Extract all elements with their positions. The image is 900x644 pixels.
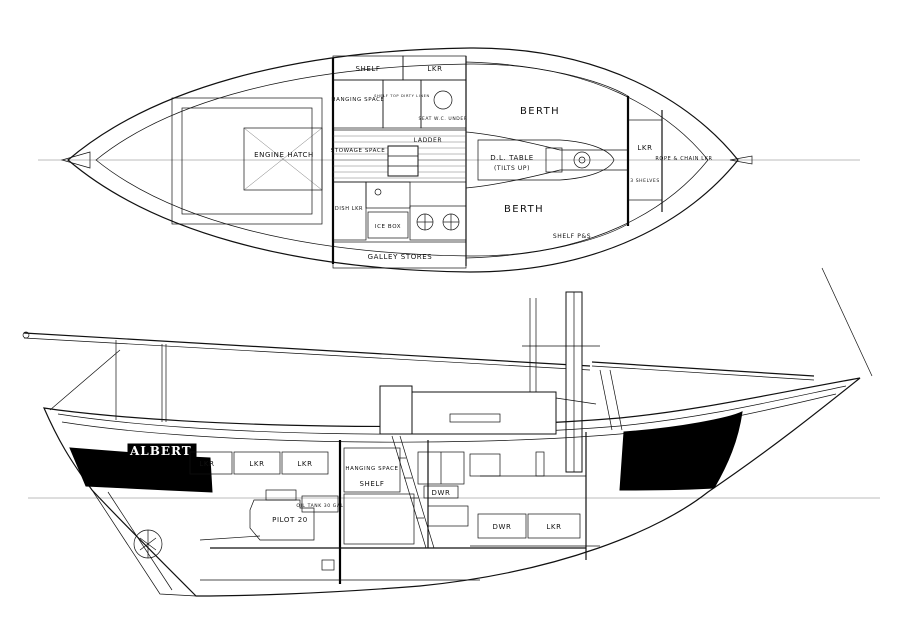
plan-label-ice-box: ICE BOX [375,224,401,230]
profile-aft-boot-stripe [69,447,213,493]
plan-label-shelf-ps: SHELF P&S [553,233,591,240]
plan-dl-table [477,139,615,181]
profile-oil-tank [301,495,339,513]
plan-label-hanging-space: HANGING SPACE [331,97,384,103]
plan-label-berth-upper: BERTH [520,106,560,117]
plan-wc-bowl [433,90,453,110]
plan-label-shelf: SHELF [355,65,380,73]
plan-mast-step [573,151,591,169]
profile-cabin-trunk [411,391,557,435]
plan-label-engine-hatch: ENGINE HATCH [254,151,314,159]
plan-label-lkr-fwd: LKR [637,144,652,152]
plan-engine-hatch-box [243,127,323,191]
plan-label-seat-wc: SEAT W.C. UNDER [418,116,467,122]
profile-ladder [391,435,435,549]
plan-label-rope-chain: ROPE & CHAIN LKR [655,156,712,162]
profile-forestay [821,267,873,377]
profile-label-shelf: SHELF [359,480,384,488]
profile-lkr-box-1 [189,451,233,475]
profile-label-oil-tank: OIL TANK 30 GAL [296,503,343,509]
plan-cockpit [171,97,323,225]
plan-inner-deck-line [95,63,709,257]
plan-label-ladder: LADDER [414,137,442,144]
profile-nameboard [127,443,197,459]
profile-engine [249,499,315,541]
plan-ice-box-box [367,211,409,239]
plan-label-shelves: 3 SHELVES [630,178,660,184]
plan-stern-post [60,151,91,169]
plan-label-berth-lower: BERTH [504,204,544,215]
plan-dish-lkr-box [332,181,367,241]
profile-companion-hatch [379,385,413,435]
profile-dwr-lower-box [477,513,527,539]
plan-berth-lower [465,169,629,259]
plan-label-dish-lkr: DISH LKR [335,206,363,212]
plan-label-lkr-top: LKR [427,65,442,73]
profile-label-dwr-lower: DWR [493,523,512,531]
plan-sink [365,181,411,209]
plan-label-stowage-space: STOWAGE SPACE [331,148,386,154]
profile-portlight [449,413,501,423]
profile-lkr-box-2 [233,451,281,475]
plan-ladder [387,145,419,177]
profile-view: ALBERT HA LKR LKR LKR HANGING SPACE SHEL… [22,267,880,597]
profile-label-lkr-3: LKR [297,460,312,468]
plan-stove [409,205,467,241]
profile-label-boat-name: ALBERT HA [129,444,220,458]
plan-label-tilts-up: (TILTS UP) [494,165,530,172]
profile-hanging-box [343,447,401,493]
profile-boom [23,332,591,367]
plan-label-dl-table: D.L. TABLE [490,154,534,162]
profile-fwd-boot-stripe [619,411,743,491]
profile-label-dwr: DWR [432,489,451,497]
profile-label-lkr-lower: LKR [546,523,561,531]
profile-bowsprit-boom [591,361,815,377]
profile-label-hanging-space: HANGING SPACE [345,466,398,472]
profile-label-pilot: PILOT 20 [272,516,308,524]
profile-label-lkr-2: LKR [249,460,264,468]
plan-view: SHELF LKR HANGING SPACE SHELF TOP DIRTY … [38,47,860,273]
profile-backstay [49,349,121,411]
plan-berth-upper [465,61,629,151]
plan-bowsprit-heel [729,155,753,165]
plan-hanging-box [332,79,384,129]
plan-linen-box [382,79,422,129]
profile-lkr-lower-box [527,513,581,539]
plan-cockpit-seat [181,107,313,215]
profile-lkr-box-3 [281,451,329,475]
plan-hull-outline [67,47,739,273]
profile-label-lkr-1: LKR [199,460,214,468]
plan-label-galley-stores: GALLEY STORES [368,253,433,261]
plan-label-shelf-top: SHELF TOP DIRTY LINEN [374,94,430,98]
